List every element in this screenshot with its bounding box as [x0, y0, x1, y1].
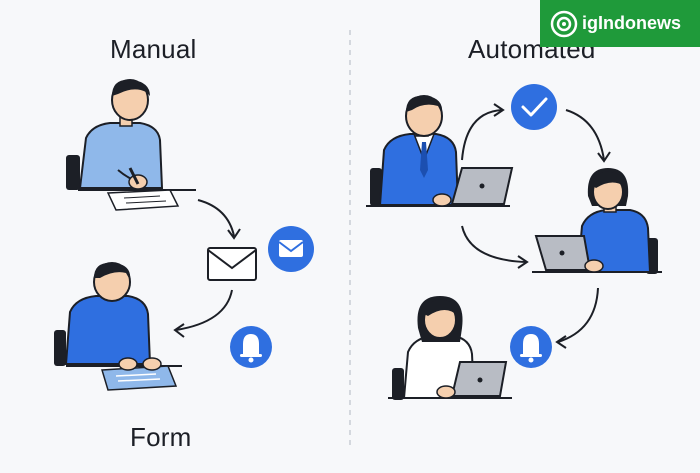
brand-logo-icon [550, 10, 578, 37]
automated-person-suit [366, 95, 514, 207]
arrow-down-left [175, 289, 233, 331]
arrow-to-check [461, 109, 503, 161]
automated-person-bottom [388, 296, 512, 400]
automated-person-woman [532, 168, 662, 274]
manual-person-writing [66, 79, 196, 211]
mail-icon [268, 226, 314, 272]
form-label: Form [130, 422, 192, 452]
arrow-to-bell [557, 287, 599, 343]
bell-icon-right [510, 326, 552, 368]
arrow-down-right [197, 199, 235, 237]
envelope-icon [207, 247, 257, 281]
manual-heading: Manual [110, 34, 197, 64]
brand-name: igIndonews [582, 13, 681, 33]
brand-watermark: igIndonews [540, 0, 700, 47]
manual-person-form [54, 262, 182, 391]
arrow-from-check [565, 109, 605, 161]
bell-icon [230, 326, 272, 368]
check-icon [511, 84, 557, 130]
arrow-to-laptop [461, 225, 527, 263]
